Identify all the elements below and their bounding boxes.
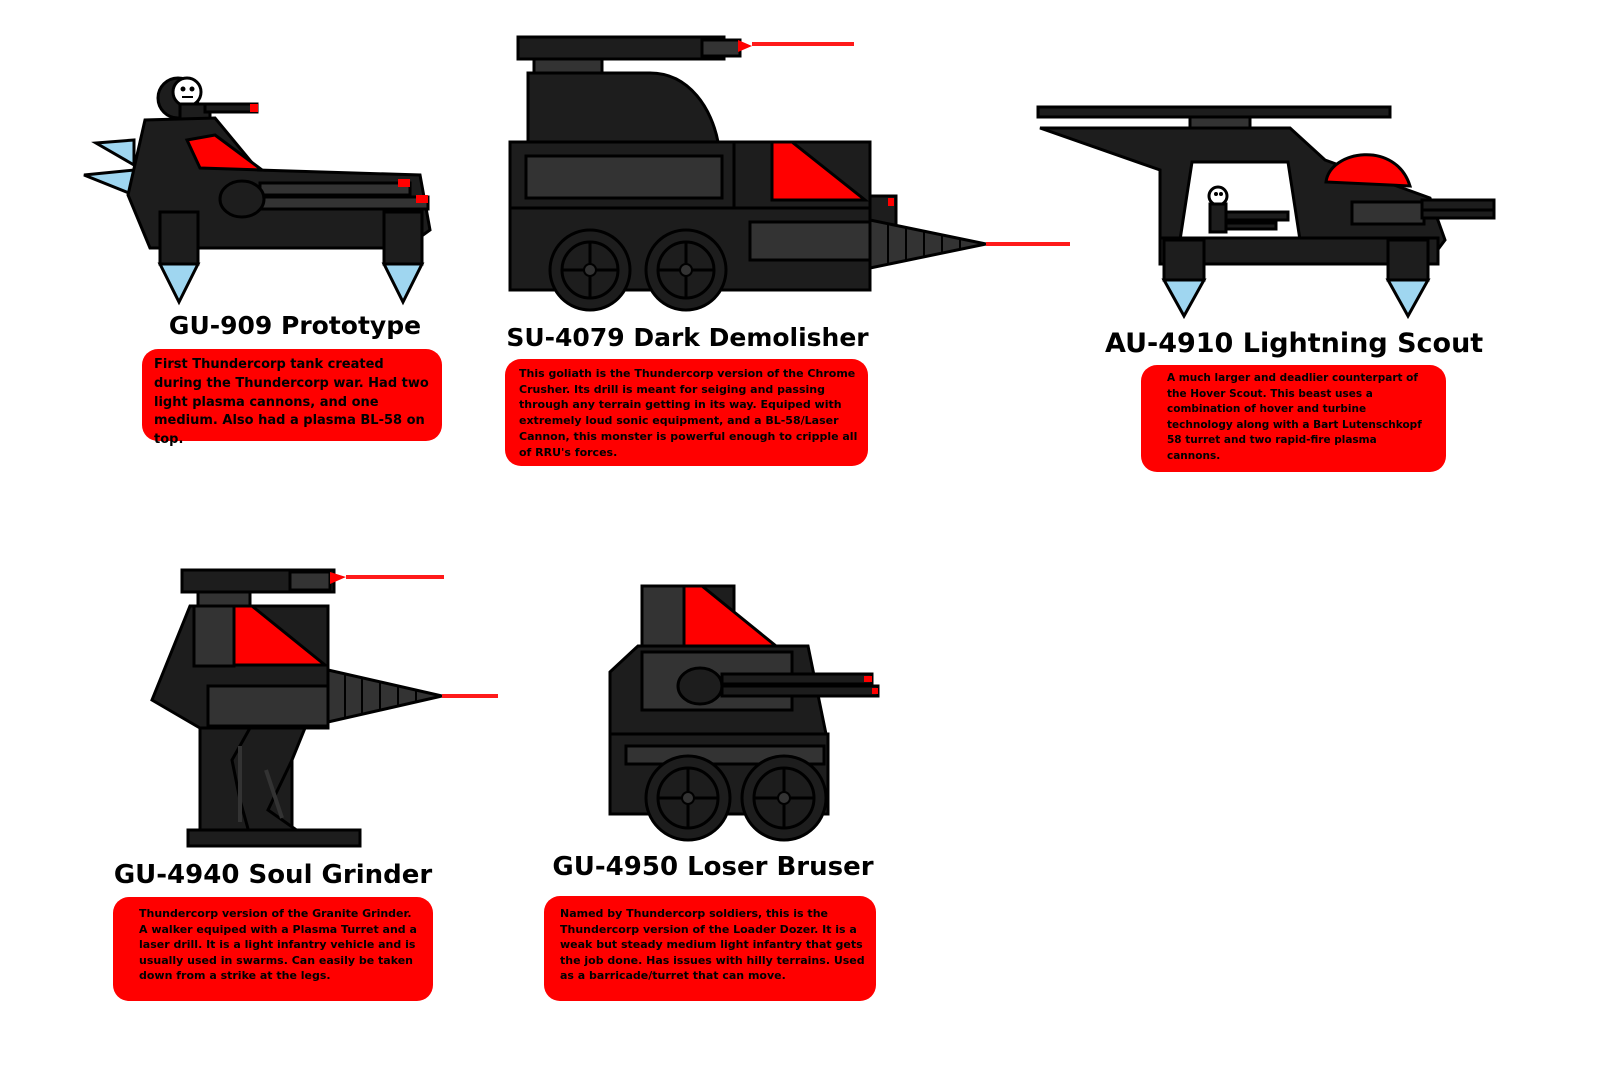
vehicle-description: Named by Thundercorp soldiers, this is t… <box>544 896 876 1001</box>
vehicle-title: AU-4910 Lightning Scout <box>1105 328 1484 359</box>
vehicle-description: A much larger and deadlier counterpart o… <box>1141 365 1446 472</box>
su-4079-dark-demolisher-illustration <box>508 35 1070 312</box>
vehicle-description: Thundercorp version of the Granite Grind… <box>113 897 433 1001</box>
gu-4950-loser-bruser-illustration <box>608 584 880 842</box>
gu-4940-soul-grinder-illustration <box>150 568 498 848</box>
vehicle-title: GU-4950 Loser Bruser <box>552 852 874 882</box>
vehicle-title: SU-4079 Dark Demolisher <box>506 323 869 352</box>
au-4910-lightning-scout-illustration <box>1036 105 1496 320</box>
vehicle-description: This goliath is the Thundercorp version … <box>505 359 868 466</box>
vehicle-title: GU-909 Prototype <box>168 311 422 340</box>
vehicle-title: GU-4940 Soul Grinder <box>113 860 433 890</box>
vehicle-description: First Thundercorp tank created during th… <box>142 349 442 447</box>
gu-909-prototype-illustration <box>83 76 432 306</box>
